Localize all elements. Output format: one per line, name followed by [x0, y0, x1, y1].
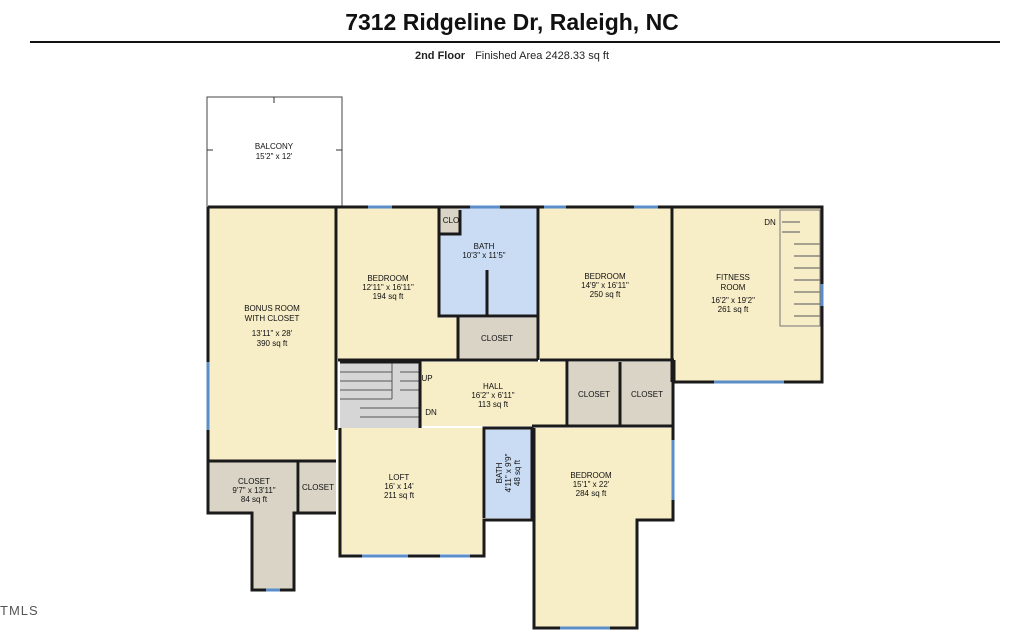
- bonus-name-2: WITH CLOSET: [245, 314, 300, 323]
- closet-big-name: CLOSET: [238, 477, 270, 486]
- bath-2: [486, 428, 532, 518]
- bedroom-3: [534, 428, 672, 520]
- balcony-name: BALCONY: [255, 142, 294, 151]
- balcony-dims: 15'2" x 12': [256, 152, 293, 161]
- closet1-name: CLOSET: [481, 334, 513, 343]
- floor-label: 2nd Floor: [414, 50, 466, 62]
- closet-2: [569, 362, 619, 426]
- closet-3: [621, 362, 673, 426]
- closet2-name: CLOSET: [578, 390, 610, 399]
- windows: [206, 205, 824, 630]
- bath2-name: BATH: [495, 462, 504, 483]
- bedroom1-area: 194 sq ft: [373, 292, 404, 301]
- stairs-fitness: [779, 209, 821, 327]
- bedroom2-dims: 14'9" x 16'11": [581, 281, 629, 290]
- bedroom-2: [540, 208, 672, 360]
- clo: [440, 208, 460, 234]
- bedroom3-dims: 15'1" x 22': [573, 480, 610, 489]
- hall-area: 113 sq ft: [478, 400, 509, 409]
- bath1-dims: 10'3" x 11'5": [462, 251, 505, 260]
- stairs-up: UP: [421, 374, 432, 383]
- hall: [415, 362, 567, 426]
- closet-big: [208, 462, 298, 512]
- bedroom2-name: BEDROOM: [584, 272, 626, 281]
- stair-treads: [340, 221, 820, 418]
- room-fills: [208, 208, 822, 628]
- bedroom-1-lower: [338, 318, 458, 360]
- bedroom3-area: 284 sq ft: [576, 489, 607, 498]
- closet4-name: CLOSET: [302, 483, 334, 492]
- finished-area: Finished Area 2428.33 sq ft: [475, 50, 610, 62]
- fitness-area: 261 sq ft: [718, 305, 749, 314]
- bath2-dims: 4'11" x 9'9": [504, 453, 513, 492]
- fitness-stairs-dn: DN: [764, 218, 776, 227]
- floor-info: 2nd Floor Finished Area 2428.33 sq ft: [0, 50, 1024, 62]
- fitness-name-1: FITNESS: [716, 273, 750, 282]
- room-labels: BALCONY 15'2" x 12' BONUS ROOM WITH CLOS…: [232, 142, 776, 504]
- bonus-name-1: BONUS ROOM: [244, 304, 300, 313]
- closet-big-dims: 9'7" x 13'11": [232, 486, 275, 495]
- page-title: 7312 Ridgeline Dr, Raleigh, NC: [345, 9, 679, 35]
- fitness-name-2: ROOM: [721, 283, 746, 292]
- bedroom3-name: BEDROOM: [570, 471, 612, 480]
- closet-big-area: 84 sq ft: [241, 495, 268, 504]
- bath2-area: 48 sq ft: [513, 459, 522, 486]
- loft: [338, 428, 484, 554]
- bedroom1-name: BEDROOM: [367, 274, 409, 283]
- fitness-dims: 16'2" x 19'2": [711, 296, 755, 305]
- hall-dims: 16'2" x 6'11": [471, 391, 514, 400]
- balcony: [206, 96, 343, 208]
- fitness-room: [674, 208, 822, 381]
- closet3-name: CLOSET: [631, 390, 663, 399]
- clo-name: CLO: [443, 216, 459, 225]
- mls-watermark: TMLS: [0, 603, 39, 618]
- bath1-name: BATH: [474, 242, 495, 251]
- bedroom-3-leg: [534, 518, 637, 628]
- closet-1: [458, 318, 538, 360]
- loft-dims: 16' x 14': [384, 482, 414, 491]
- closet-big-leg: [252, 510, 294, 590]
- loft-area: 211 sq ft: [384, 491, 415, 500]
- loft-name: LOFT: [389, 473, 410, 482]
- hall-name: HALL: [483, 382, 504, 391]
- title-divider: [30, 41, 1000, 43]
- bonus-area: 390 sq ft: [257, 339, 288, 348]
- bonus-room: [208, 208, 336, 461]
- closet-4: [300, 462, 336, 512]
- bedroom1-dims: 12'11" x 16'11": [362, 283, 414, 292]
- bedroom2-area: 250 sq ft: [590, 290, 621, 299]
- stairs-dn: DN: [425, 408, 437, 417]
- bonus-dims: 13'11" x 28': [252, 329, 293, 338]
